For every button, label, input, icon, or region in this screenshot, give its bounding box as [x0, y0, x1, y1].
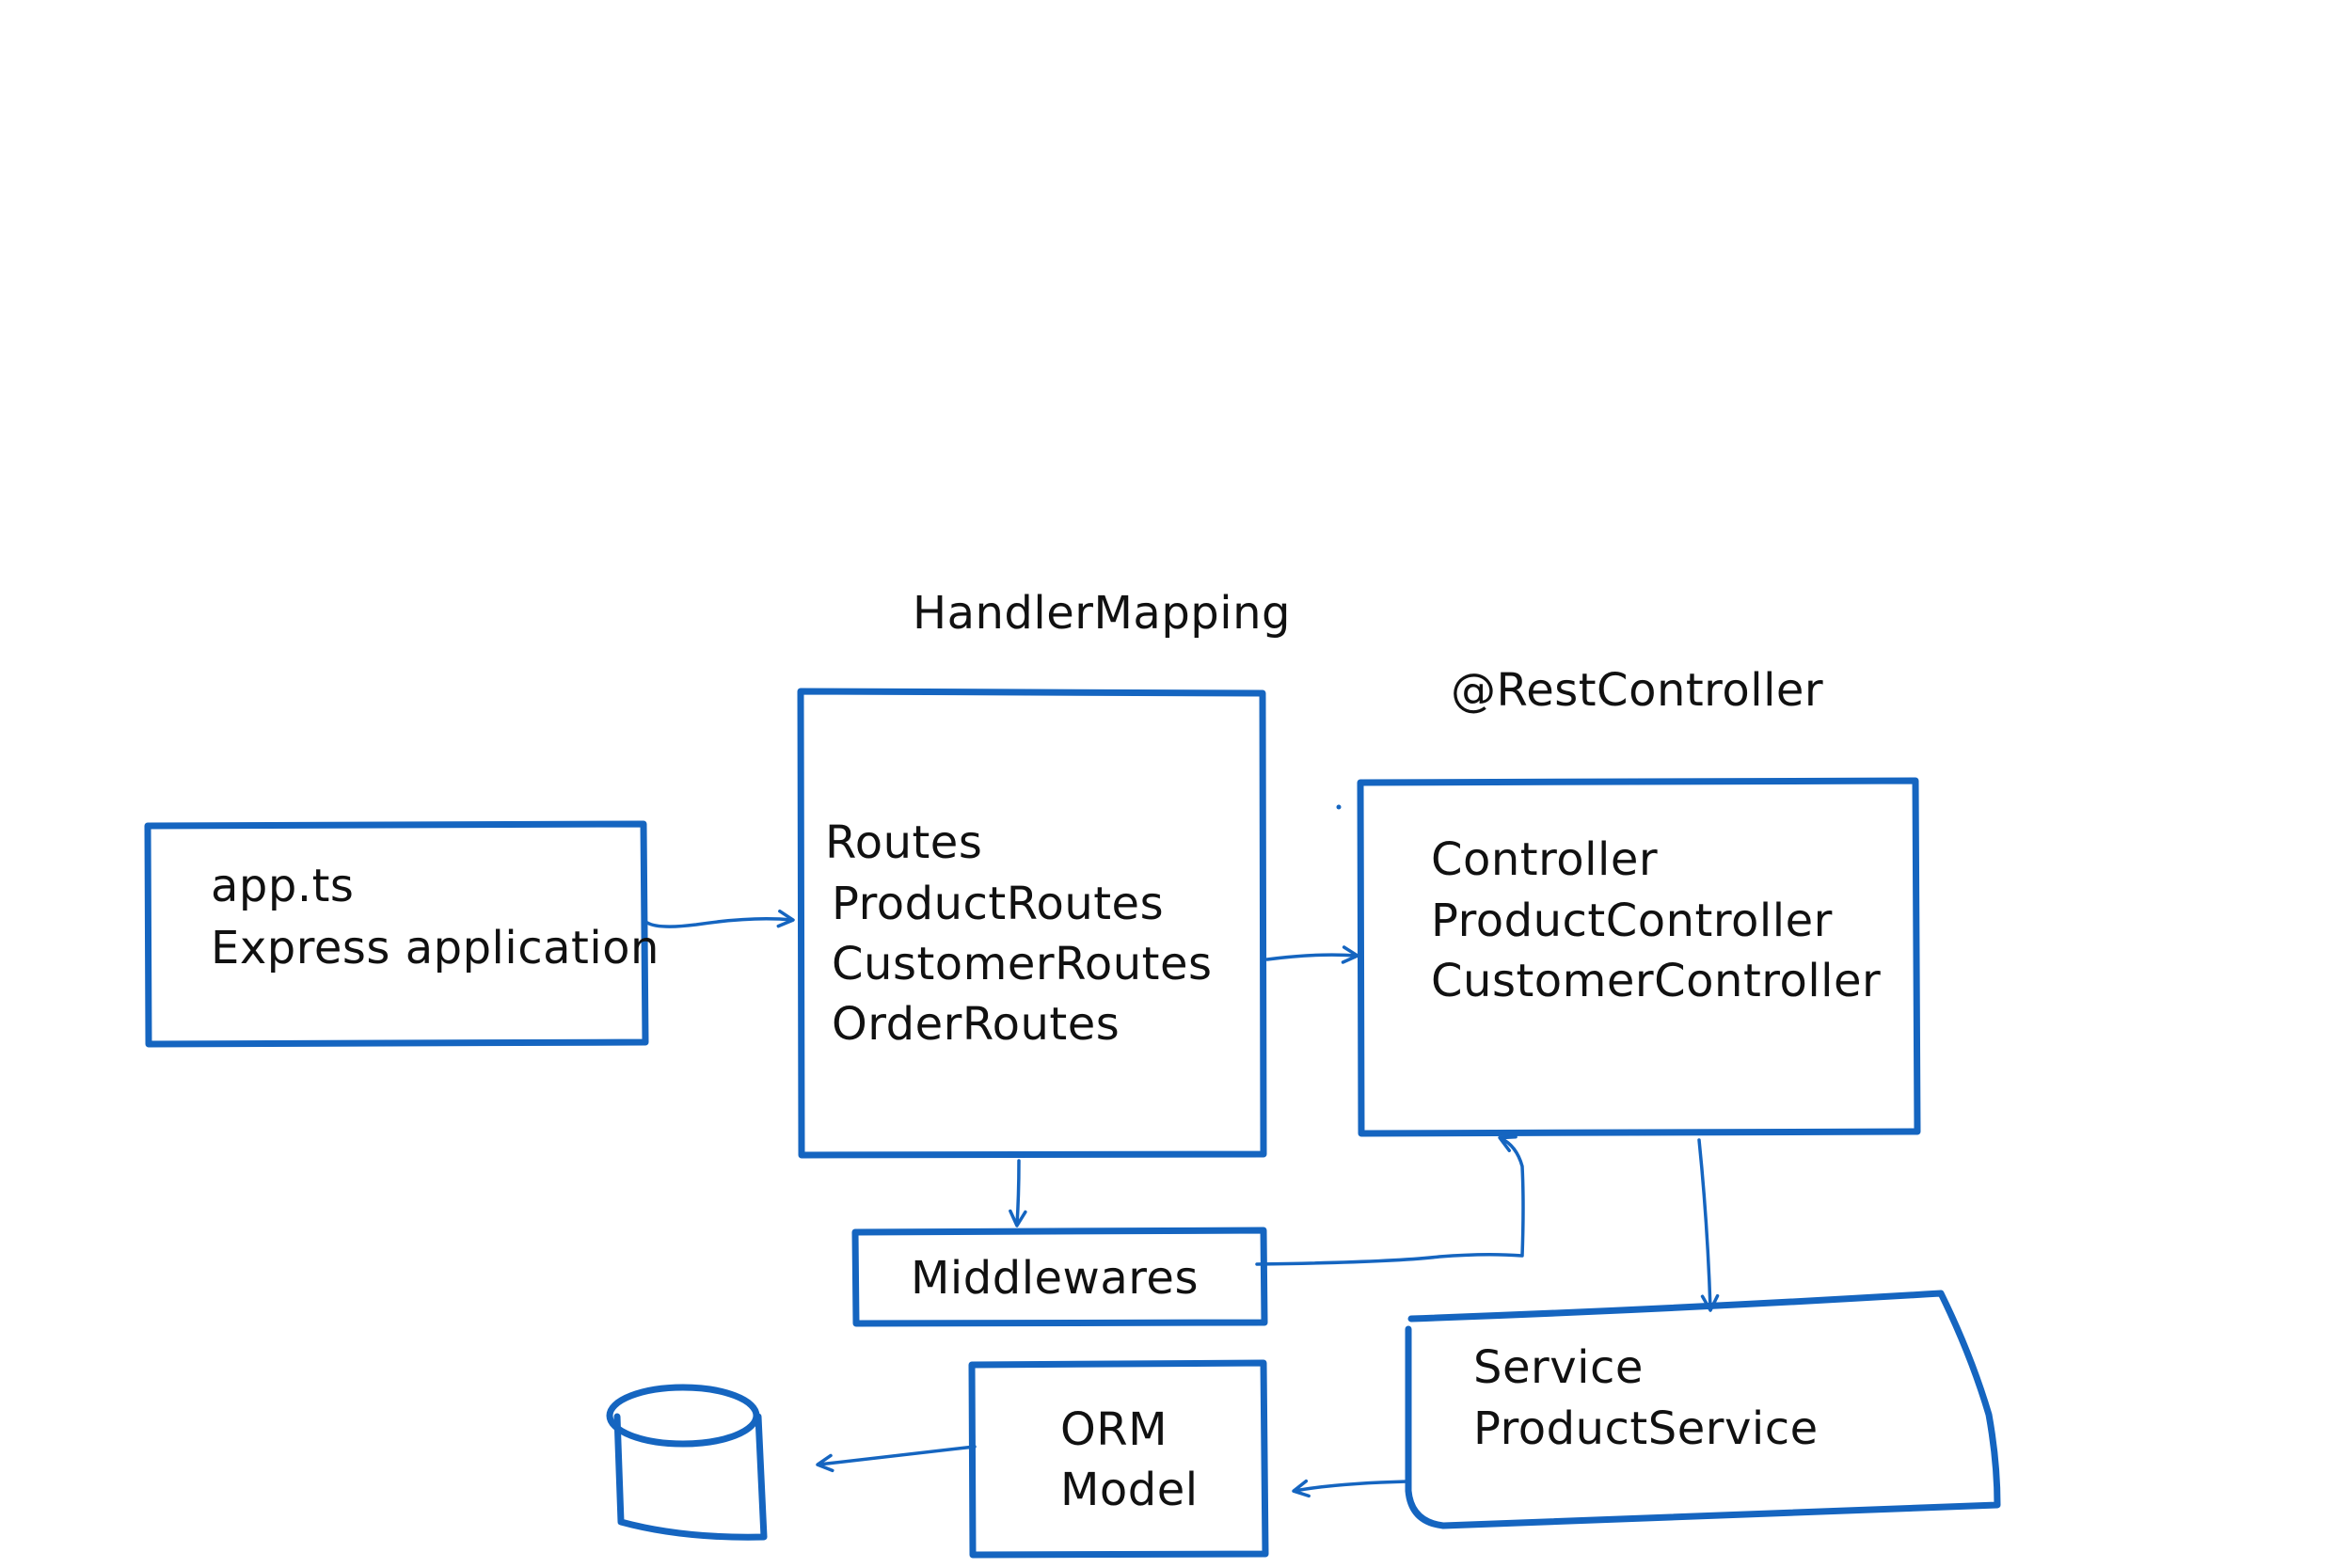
app-box: app.ts Express application	[144, 820, 660, 1048]
controller-box-outline	[1357, 777, 1921, 1137]
controller-box: Controller ProductController CustomerCon…	[1357, 777, 1921, 1137]
arrow-middlewares-to-controller	[1255, 1134, 1525, 1266]
routes-box: Routes ProductRoutes CustomerRoutes Orde…	[797, 688, 1267, 1159]
orm-title: ORM	[1060, 1403, 1168, 1456]
routes-customer: CustomerRoutes	[832, 938, 1213, 990]
service-product: ProductService	[1473, 1402, 1819, 1455]
database-cylinder-icon	[606, 1384, 768, 1541]
arrow-routes-to-middlewares	[1009, 1159, 1027, 1227]
orm-model: Model	[1060, 1464, 1199, 1516]
routes-title: Routes	[825, 816, 982, 869]
controller-product: ProductController	[1431, 895, 1833, 947]
orm-box: ORM Model	[968, 1359, 1269, 1559]
database-body	[613, 1413, 768, 1541]
routes-box-outline	[797, 688, 1267, 1159]
orm-box-outline	[968, 1359, 1269, 1559]
arrow-service-to-orm	[1292, 1479, 1409, 1498]
app-box-title: app.ts	[211, 860, 354, 912]
arrow-controller-to-service	[1697, 1138, 1720, 1312]
arrow-orm-to-database	[816, 1445, 977, 1473]
app-box-subtitle: Express application	[211, 922, 660, 974]
arrow-app-to-routes	[645, 909, 795, 928]
middlewares-box: Middlewares	[851, 1227, 1268, 1327]
rest-controller-label: @RestController	[1451, 664, 1823, 717]
middlewares-box-outline	[851, 1227, 1268, 1327]
handler-mapping-label: HandlerMapping	[913, 587, 1291, 640]
service-box-outline	[1405, 1290, 2001, 1529]
app-box-outline	[144, 820, 649, 1048]
service-box: Service ProductService	[1405, 1290, 2001, 1529]
controller-title: Controller	[1431, 833, 1658, 886]
routes-order: OrderRoutes	[832, 998, 1120, 1051]
routes-product: ProductRoutes	[832, 878, 1164, 930]
controller-customer: CustomerController	[1431, 955, 1881, 1007]
arrow-routes-to-controller	[1265, 945, 1359, 964]
service-title: Service	[1473, 1341, 1644, 1394]
stray-dot	[1336, 804, 1342, 810]
database-top	[606, 1384, 760, 1448]
middlewares-label: Middlewares	[911, 1252, 1199, 1305]
